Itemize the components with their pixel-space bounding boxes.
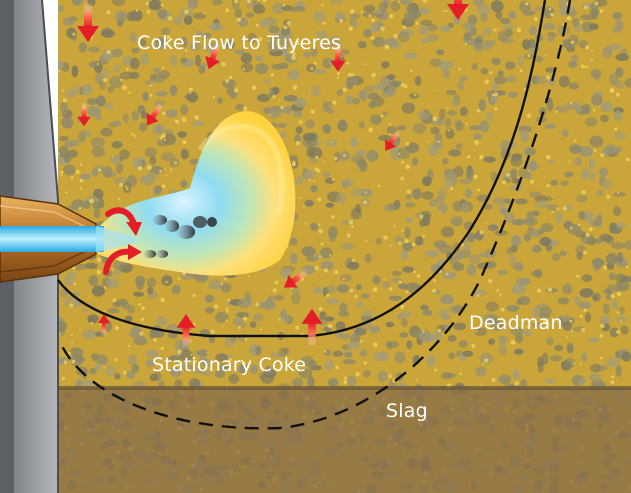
stationary-coke-label: Stationary Coke (152, 354, 307, 376)
downward-red-arrow-icon (447, 0, 469, 20)
downward-red-arrow-icon (385, 129, 401, 151)
curved-red-arrow-head (126, 222, 142, 236)
raceway-particles (144, 215, 217, 258)
raceway-flame (92, 111, 296, 276)
slag-surface-line (58, 386, 631, 390)
downward-red-arrow-icon (283, 269, 309, 288)
downward-red-arrow-icon (205, 41, 221, 70)
deadman-boundary-dashed (60, 0, 572, 430)
deadman-label: Deadman (469, 312, 563, 334)
upward-red-arrow-icon (301, 308, 323, 347)
slag-label: Slag (386, 400, 428, 422)
flow-arrows (77, 0, 469, 349)
upward-red-arrow-icon (176, 314, 196, 349)
curved-red-arrow-icon (105, 207, 137, 227)
furnace-wall-edge (41, 0, 59, 493)
raceway-flame-glow (197, 123, 285, 215)
upward-red-arrow-icon (97, 314, 111, 337)
downward-red-arrow-icon (330, 43, 346, 72)
curved-red-arrow-head-lower (128, 244, 142, 260)
coke-flow-label: Coke Flow to Tuyeres (137, 32, 342, 54)
tuyere (0, 195, 140, 283)
hot-blast-jet (0, 226, 104, 252)
downward-red-arrow-icon (146, 102, 164, 126)
downward-red-arrow-icon (77, 102, 91, 127)
slag-layer (58, 388, 631, 493)
downward-red-arrow-icon (77, 2, 99, 42)
raceway-boundary-line (57, 0, 547, 338)
